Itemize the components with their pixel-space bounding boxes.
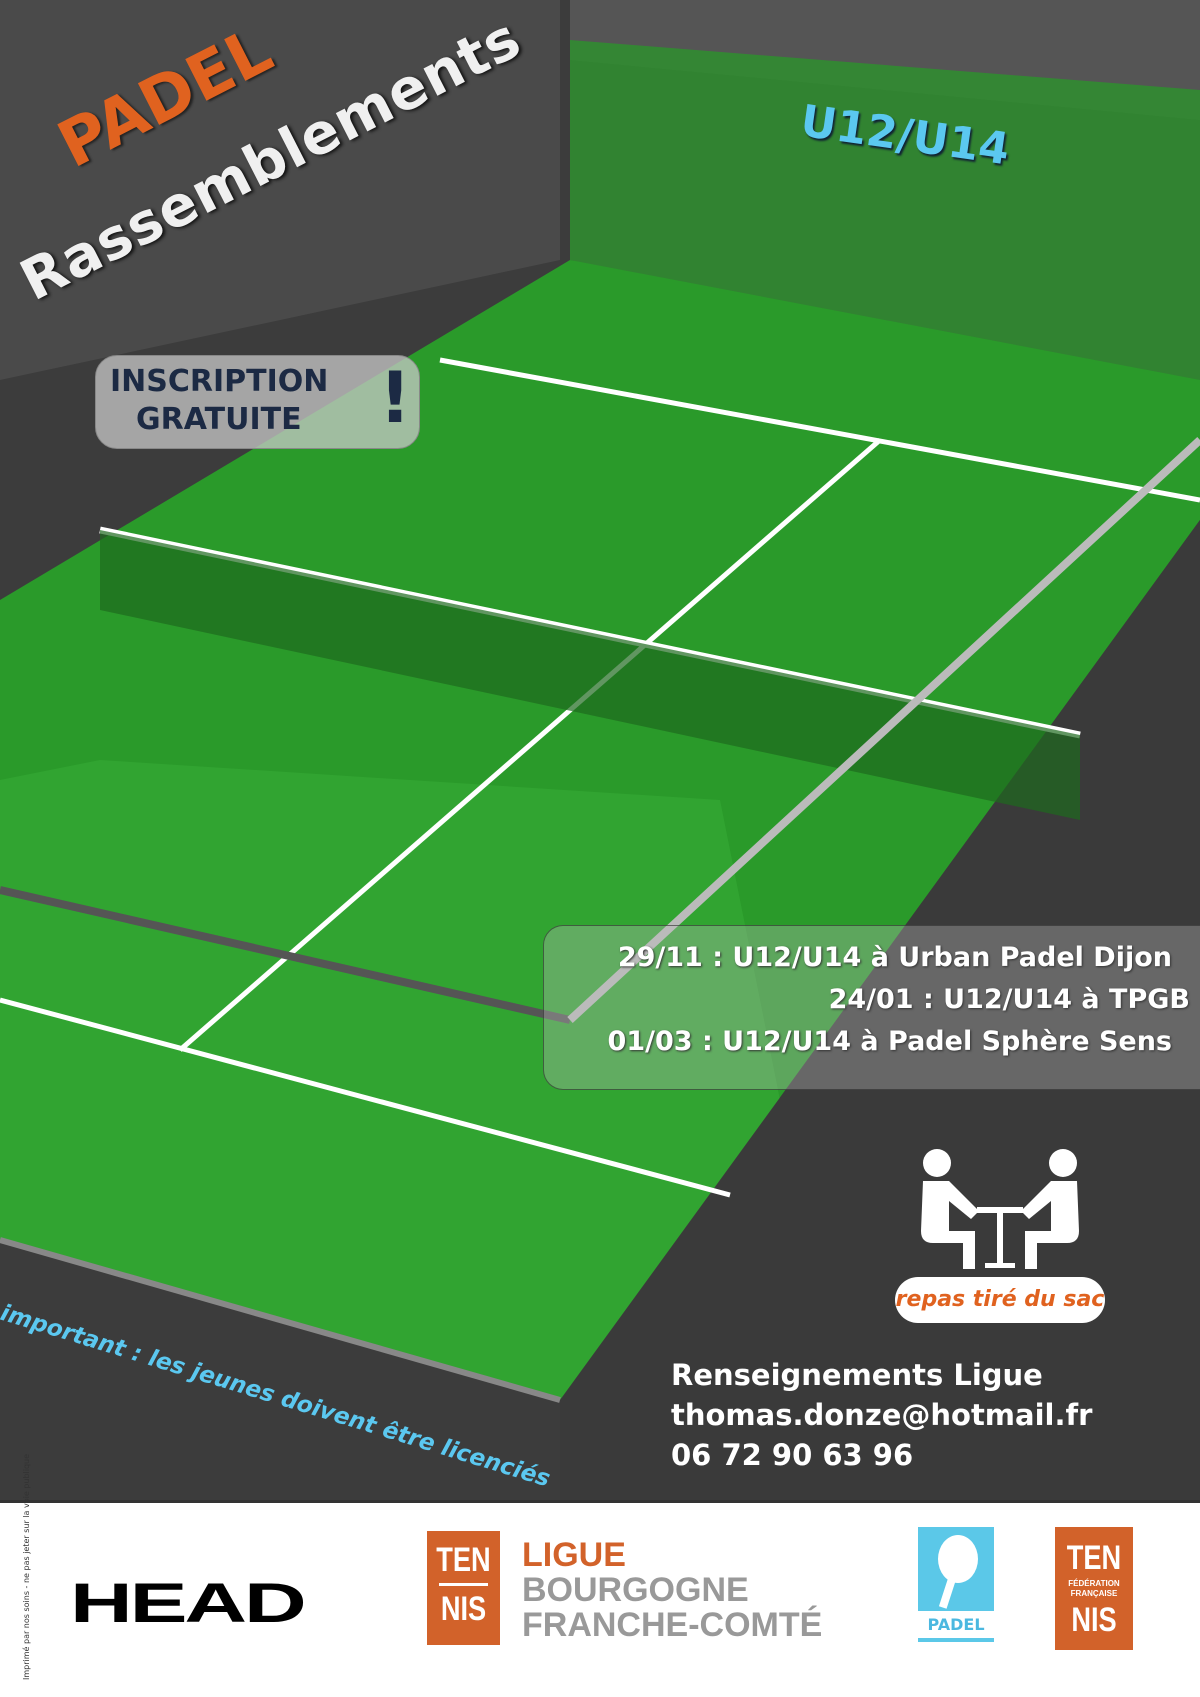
contact-info: Renseignements Ligue thomas.donze@hotmai… [671,1355,1092,1475]
contact-phone[interactable]: 06 72 90 63 96 [671,1438,914,1472]
event-item: 01/03 : U12/U14 à Padel Sphère Sens [607,1026,1172,1057]
badge-line2: GRATUITE [136,402,302,437]
events-box: 29/11 : U12/U14 à Urban Padel Dijon 24/0… [543,925,1200,1090]
padel-racket-icon [918,1527,994,1611]
event-item: 29/11 : U12/U14 à Urban Padel Dijon [617,942,1172,973]
padel-logo: PADEL [918,1527,994,1647]
padel-logo-label: PADEL [927,1615,985,1634]
ligue-tennis-logo: TEN NIS [427,1531,500,1645]
exclamation-icon: ! [379,357,411,439]
fft-text-federation: FÉDÉRATION FRANÇAISE [1068,1579,1120,1598]
free-registration-badge: INSCRIPTION GRATUITE ! [95,355,420,449]
people-at-table-icon [921,1149,1079,1269]
contact-heading: Renseignements Ligue [671,1358,1043,1392]
padel-court-background [0,0,1200,1403]
logo-text-nis: NIS [440,1590,487,1628]
poster: PADEL Rassemblements U12/U14 INSCRIPTION… [0,0,1200,1500]
meal-label: repas tiré du sac [895,1277,1105,1323]
meal-info: repas tiré du sac [895,1145,1105,1330]
print-note: Imprimé par nos soins - ne pas jeter sur… [22,1453,31,1680]
sponsor-footer [0,1500,1200,1697]
ligue-line3: FRANCHE-COMTÉ [522,1606,823,1644]
contact-email[interactable]: thomas.donze@hotmail.fr [671,1398,1093,1432]
logo-text-ten: TEN [436,1541,491,1579]
ligue-line2: BOURGOGNE [522,1571,749,1609]
badge-line1: INSCRIPTION [110,364,329,399]
head-logo: HEAD [70,1571,307,1634]
ligue-line1: LIGUE [522,1536,626,1574]
event-item: 24/01 : U12/U14 à TPGB [828,984,1190,1015]
fft-text-nis: NIS [1071,1601,1117,1639]
fft-logo: TEN FÉDÉRATION FRANÇAISE NIS [1055,1527,1133,1650]
fft-text-ten: TEN [1066,1539,1122,1577]
ligue-name: LIGUE BOURGOGNE FRANCHE-COMTÉ [522,1538,822,1643]
